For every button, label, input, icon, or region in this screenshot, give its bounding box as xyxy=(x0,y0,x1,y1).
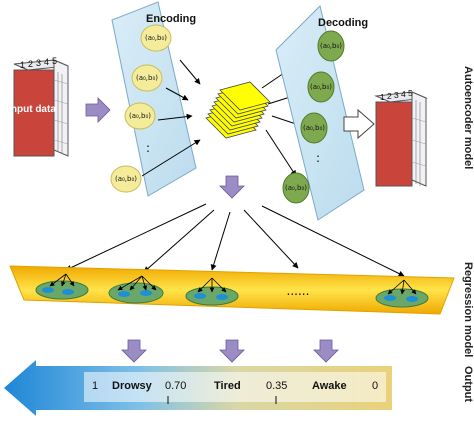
encoder-node-1-label: (a₀,b₀) xyxy=(145,34,167,42)
regression-to-output-arrow-1 xyxy=(121,339,147,363)
decoder-node-3-label: (a₀,b₀) xyxy=(303,124,325,132)
cube-number-2: 2 xyxy=(28,59,33,69)
feature-to-regression-arrow xyxy=(219,175,245,199)
encoder-node-3 xyxy=(124,102,156,130)
decoder-node-1 xyxy=(317,30,345,62)
encoder-panel: Encoding (a₀,b₀) (a₀,b₀) (a₀,b₀) : (a₀,b… xyxy=(110,1,197,197)
cube-number-4: 4 xyxy=(44,57,49,67)
decoding-label: Decoding xyxy=(318,17,368,29)
regression-to-output-arrow-3 xyxy=(313,339,339,363)
decoder-node-4 xyxy=(282,172,310,204)
output-scale: 1 Drowsy 0.70 Tired 0.35 Awake 0 xyxy=(4,360,392,416)
scale-value-035: 0.35 xyxy=(266,380,287,392)
scale-tired: Tired xyxy=(214,380,241,392)
decoder-to-output-arrow xyxy=(343,108,375,140)
encoding-label: Encoding xyxy=(146,13,196,25)
output-cube-number-1: 1 xyxy=(380,92,385,102)
encoder-node-3-label: (a₀,b₀) xyxy=(129,112,151,120)
regression-to-output-arrow-2 xyxy=(219,339,245,363)
decoder-panel: Decoding (a₀,b₀) (a₀,b₀) (a₀,b₀) : (a₀,b… xyxy=(275,5,368,221)
decoder-node-2 xyxy=(307,71,335,103)
input-data-label: Input data xyxy=(8,104,56,115)
encoder-node-1 xyxy=(140,24,172,52)
decoder-ellipsis: : xyxy=(316,151,320,165)
cube-number-3: 3 xyxy=(36,58,41,68)
encoder-node-2 xyxy=(131,64,163,92)
autoencoder-model-label: Autoencoder model xyxy=(462,66,474,170)
regression-ellipsis: ...... xyxy=(287,284,310,298)
decoder-node-2-label: (a₀,b₀) xyxy=(310,83,332,91)
cube-number-5: 5 xyxy=(52,56,57,66)
regression-pod-3 xyxy=(185,277,239,306)
scale-value-1: 1 xyxy=(92,380,98,392)
encoder-node-4-label: (a₀,b₀) xyxy=(115,175,137,183)
input-data-cube: Input data 1 2 3 4 5 xyxy=(8,56,69,157)
scale-drowsy: Drowsy xyxy=(112,380,153,392)
regression-pod-4 xyxy=(375,279,429,308)
regression-fanout-arrows xyxy=(65,203,405,277)
encoder-ellipsis: : xyxy=(146,141,150,155)
decoder-node-1-label: (a₀,b₀) xyxy=(320,42,342,50)
encoder-node-2-label: (a₀,b₀) xyxy=(136,74,158,82)
encoder-to-feature-arrows xyxy=(141,59,201,177)
regression-pod-2 xyxy=(108,275,164,304)
output-cube-number-2: 2 xyxy=(387,91,392,101)
output-cube-number-3: 3 xyxy=(394,90,399,100)
scale-value-0: 0 xyxy=(372,380,378,392)
cube-number-1: 1 xyxy=(20,60,25,70)
feature-stack xyxy=(205,81,271,139)
decoder-node-3 xyxy=(300,112,328,144)
output-label: Output xyxy=(462,366,474,403)
decoder-node-4-label: (a₀,b₀) xyxy=(285,184,307,192)
output-cube-number-4: 4 xyxy=(401,89,406,99)
scale-awake: Awake xyxy=(312,380,347,392)
output-cube-number-5: 5 xyxy=(408,88,413,98)
output-cube: 1 2 3 4 5 xyxy=(374,88,428,187)
scale-value-070: 0.70 xyxy=(165,380,186,392)
input-to-encoder-arrow xyxy=(85,97,111,123)
encoder-node-4 xyxy=(110,165,142,193)
regression-model-label: Regression model xyxy=(462,262,474,358)
regression-pod-1 xyxy=(35,273,89,300)
